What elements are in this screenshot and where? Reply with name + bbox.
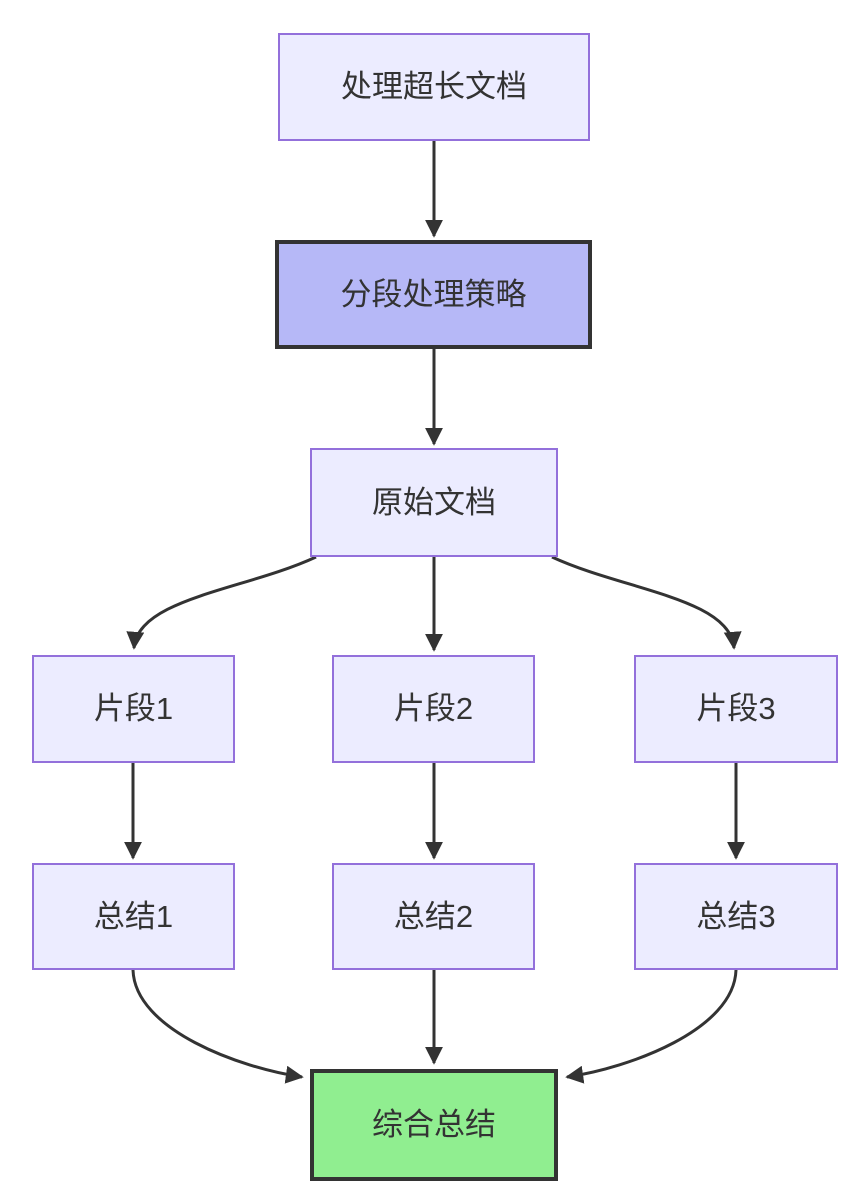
node-label: 总结1 <box>93 898 174 934</box>
node-fragment-3: 片段3 <box>634 655 838 763</box>
node-summary-1: 总结1 <box>32 863 235 970</box>
node-original-document: 原始文档 <box>310 448 558 557</box>
node-label: 片段1 <box>93 691 174 727</box>
node-fragment-1: 片段1 <box>32 655 235 763</box>
edge-original-document-fragment-1 <box>126 555 317 650</box>
node-label: 总结2 <box>393 898 474 934</box>
node-label: 分段处理策略 <box>340 276 527 312</box>
node-label: 综合总结 <box>372 1107 496 1143</box>
node-label: 片段3 <box>696 691 776 727</box>
edge-original-document-fragment-3 <box>551 555 742 650</box>
node-label: 总结3 <box>696 898 776 934</box>
node-summary-3: 总结3 <box>634 863 838 970</box>
node-label: 片段2 <box>393 691 474 727</box>
edge-summary-1-final-summary <box>131 969 304 1084</box>
node-segmentation-strategy: 分段处理策略 <box>275 240 592 349</box>
node-label: 处理超长文档 <box>341 69 527 105</box>
node-process-long-document: 处理超长文档 <box>278 33 590 141</box>
node-fragment-2: 片段2 <box>332 655 535 763</box>
node-label: 原始文档 <box>372 484 496 520</box>
node-summary-2: 总结2 <box>332 863 535 970</box>
edge-summary-3-final-summary <box>565 969 738 1084</box>
node-final-summary: 综合总结 <box>310 1069 558 1181</box>
